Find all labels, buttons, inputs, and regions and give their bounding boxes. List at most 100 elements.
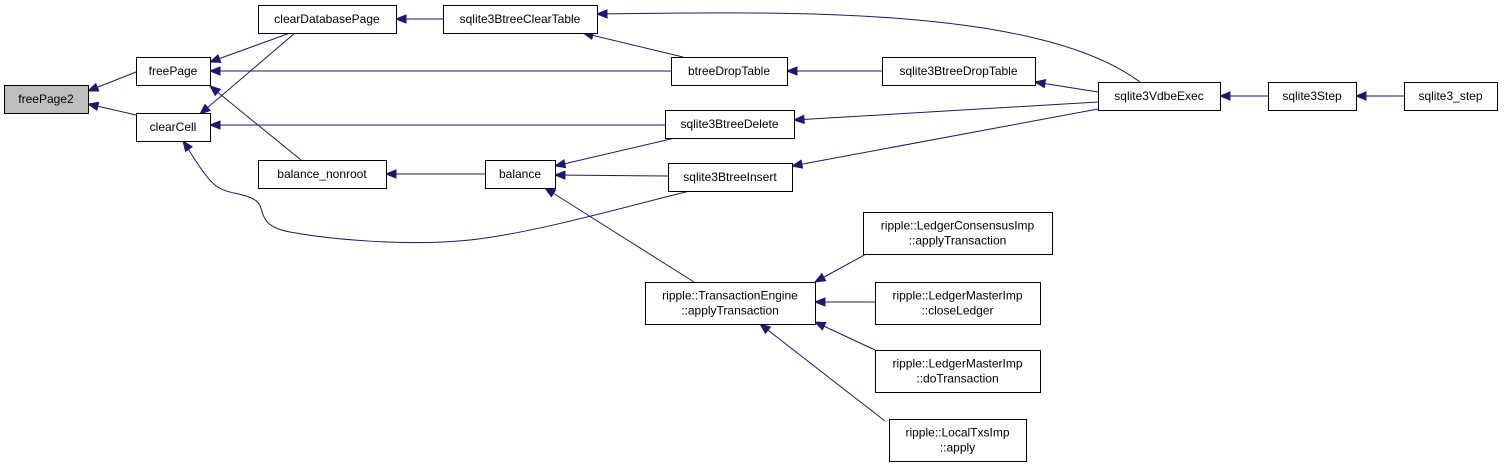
edge-balance-nonroot-to-free-page bbox=[208, 85, 302, 161]
edge-ledger-master-imp-close-ledger-to-transaction-engine-apply-transaction bbox=[813, 297, 875, 307]
arrowhead bbox=[543, 187, 557, 198]
node-box[interactable] bbox=[863, 212, 1053, 255]
arrowhead bbox=[595, 9, 608, 19]
node-label: sqlite3VdbeExec bbox=[1114, 89, 1203, 103]
node-label: sqlite3BtreeDelete bbox=[680, 117, 778, 131]
edge-free-page-to-free-page2 bbox=[86, 71, 137, 92]
node-btree-drop-table[interactable]: btreeDropTable bbox=[671, 57, 788, 86]
node-free-page2[interactable]: freePage2 bbox=[4, 85, 89, 114]
node-box[interactable] bbox=[889, 419, 1027, 462]
node-balance[interactable]: balance bbox=[485, 160, 556, 189]
arrowhead bbox=[790, 159, 804, 169]
arrowhead bbox=[1218, 91, 1231, 101]
node-box[interactable] bbox=[136, 113, 211, 142]
node-box[interactable] bbox=[875, 282, 1041, 325]
node-sqlite3-btree-clear-table[interactable]: sqlite3BtreeClearTable bbox=[443, 5, 598, 34]
node-box[interactable] bbox=[136, 57, 211, 86]
arrowhead bbox=[394, 14, 407, 24]
node-label: ripple::LocalTxsImp bbox=[905, 426, 1009, 440]
node-box[interactable] bbox=[4, 85, 89, 114]
edge-sqlite3-vdbe-exec-to-sqlite3-btree-delete bbox=[792, 101, 1099, 125]
node-label: clearDatabasePage bbox=[274, 12, 380, 26]
node-ledger-master-imp-close-ledger[interactable]: ripple::LedgerMasterImp::closeLedger bbox=[875, 282, 1041, 325]
node-sqlite3-step[interactable]: sqlite3_step bbox=[1404, 82, 1498, 111]
node-label: clearCell bbox=[150, 120, 197, 134]
node-label: sqlite3_step bbox=[1418, 89, 1482, 103]
edge-sqlite3-btree-clear-table-to-clear-database-page bbox=[394, 14, 443, 24]
edge-sqlite3-vdbe-exec-to-sqlite3-btree-drop-table bbox=[1033, 78, 1099, 93]
node-transaction-engine-apply-transaction[interactable]: ripple::TransactionEngine::applyTransact… bbox=[645, 282, 816, 325]
edge-line bbox=[582, 32, 684, 58]
node-label: sqlite3BtreeInsert bbox=[683, 170, 777, 184]
node-sqlite3-btree-insert[interactable]: sqlite3BtreeInsert bbox=[668, 163, 793, 192]
node-box[interactable] bbox=[665, 110, 795, 139]
node-label: balance_nonroot bbox=[277, 167, 367, 181]
node-ledger-consensus-imp-apply-transaction[interactable]: ripple::LedgerConsensusImp::applyTransac… bbox=[863, 212, 1053, 255]
node-label: ripple::LedgerMasterImp bbox=[892, 289, 1022, 303]
node-label: sqlite3Step bbox=[1282, 89, 1342, 103]
node-sqlite3-btree-drop-table[interactable]: sqlite3BtreeDropTable bbox=[882, 57, 1036, 86]
arrowhead bbox=[1033, 78, 1047, 89]
arrowhead bbox=[208, 85, 222, 97]
edge-sqlite3-btree-insert-to-clear-cell bbox=[182, 139, 691, 244]
arrowhead bbox=[208, 66, 221, 76]
node-box[interactable] bbox=[882, 57, 1036, 86]
node-box[interactable] bbox=[485, 160, 556, 189]
edge-sqlite3-btree-delete-to-clear-cell bbox=[208, 120, 665, 130]
edge-local-txs-imp-apply-to-transaction-engine-apply-transaction bbox=[758, 323, 886, 422]
node-ledger-master-imp-do-transaction[interactable]: ripple::LedgerMasterImp::doTransaction bbox=[875, 350, 1041, 393]
edge-sqlite3-vdbe-exec-to-sqlite3-btree-insert bbox=[790, 108, 1099, 169]
edge-transaction-engine-apply-transaction-to-balance bbox=[543, 187, 695, 283]
edges-layer bbox=[86, 9, 1404, 422]
node-sqlite3-vdbe-exec[interactable]: sqlite3VdbeExec bbox=[1098, 82, 1221, 111]
node-sqlite3-step[interactable]: sqlite3Step bbox=[1268, 82, 1357, 111]
arrowhead bbox=[86, 82, 100, 92]
edge-line bbox=[596, 12, 1141, 83]
edge-btree-drop-table-to-sqlite3-btree-clear-table bbox=[581, 30, 684, 58]
edge-line bbox=[554, 174, 669, 177]
arrowhead bbox=[813, 321, 827, 331]
arrowhead bbox=[758, 323, 772, 335]
node-box[interactable] bbox=[1268, 82, 1357, 111]
arrowhead bbox=[182, 139, 194, 153]
arrowhead bbox=[384, 169, 397, 179]
node-box[interactable] bbox=[258, 160, 387, 189]
edge-line bbox=[209, 32, 291, 63]
arrowhead bbox=[198, 103, 212, 115]
edge-line bbox=[209, 85, 302, 161]
node-box[interactable] bbox=[645, 282, 816, 325]
node-sqlite3-btree-delete[interactable]: sqlite3BtreeDelete bbox=[665, 110, 795, 139]
edge-line bbox=[182, 140, 691, 244]
node-free-page[interactable]: freePage bbox=[136, 57, 211, 86]
edge-clear-database-page-to-clear-cell bbox=[198, 32, 296, 115]
node-clear-cell[interactable]: clearCell bbox=[136, 113, 211, 142]
node-label: ::closeLedger bbox=[921, 304, 993, 318]
node-box[interactable] bbox=[1404, 82, 1498, 111]
node-label: sqlite3BtreeDropTable bbox=[899, 64, 1017, 78]
arrowhead bbox=[785, 66, 798, 76]
node-box[interactable] bbox=[1098, 82, 1221, 111]
node-label: balance bbox=[499, 167, 541, 181]
node-box[interactable] bbox=[443, 5, 598, 34]
node-label: ::applyTransaction bbox=[681, 304, 779, 318]
edge-clear-cell-to-free-page2 bbox=[86, 101, 137, 116]
node-label: ripple::TransactionEngine bbox=[662, 289, 798, 303]
node-label: ::applyTransaction bbox=[909, 234, 1007, 248]
node-balance-nonroot[interactable]: balance_nonroot bbox=[258, 160, 387, 189]
node-clear-database-page[interactable]: clearDatabasePage bbox=[258, 5, 397, 34]
node-box[interactable] bbox=[258, 5, 397, 34]
arrowhead bbox=[208, 120, 221, 130]
edge-sqlite3-btree-drop-table-to-btree-drop-table bbox=[785, 66, 882, 76]
node-box[interactable] bbox=[875, 350, 1041, 393]
node-box[interactable] bbox=[671, 57, 788, 86]
node-label: ::doTransaction bbox=[916, 372, 998, 386]
nodes-layer: freePage2 freePage clearCell clearDatabaseP… bbox=[4, 5, 1498, 462]
node-local-txs-imp-apply[interactable]: ripple::LocalTxsImp::apply bbox=[889, 419, 1027, 462]
node-label: freePage2 bbox=[18, 92, 74, 106]
edge-balance-to-balance-nonroot bbox=[384, 169, 485, 179]
edge-line bbox=[1034, 81, 1099, 93]
node-label: ripple::LedgerMasterImp bbox=[892, 357, 1022, 371]
node-box[interactable] bbox=[668, 163, 793, 192]
edge-line bbox=[791, 108, 1099, 167]
